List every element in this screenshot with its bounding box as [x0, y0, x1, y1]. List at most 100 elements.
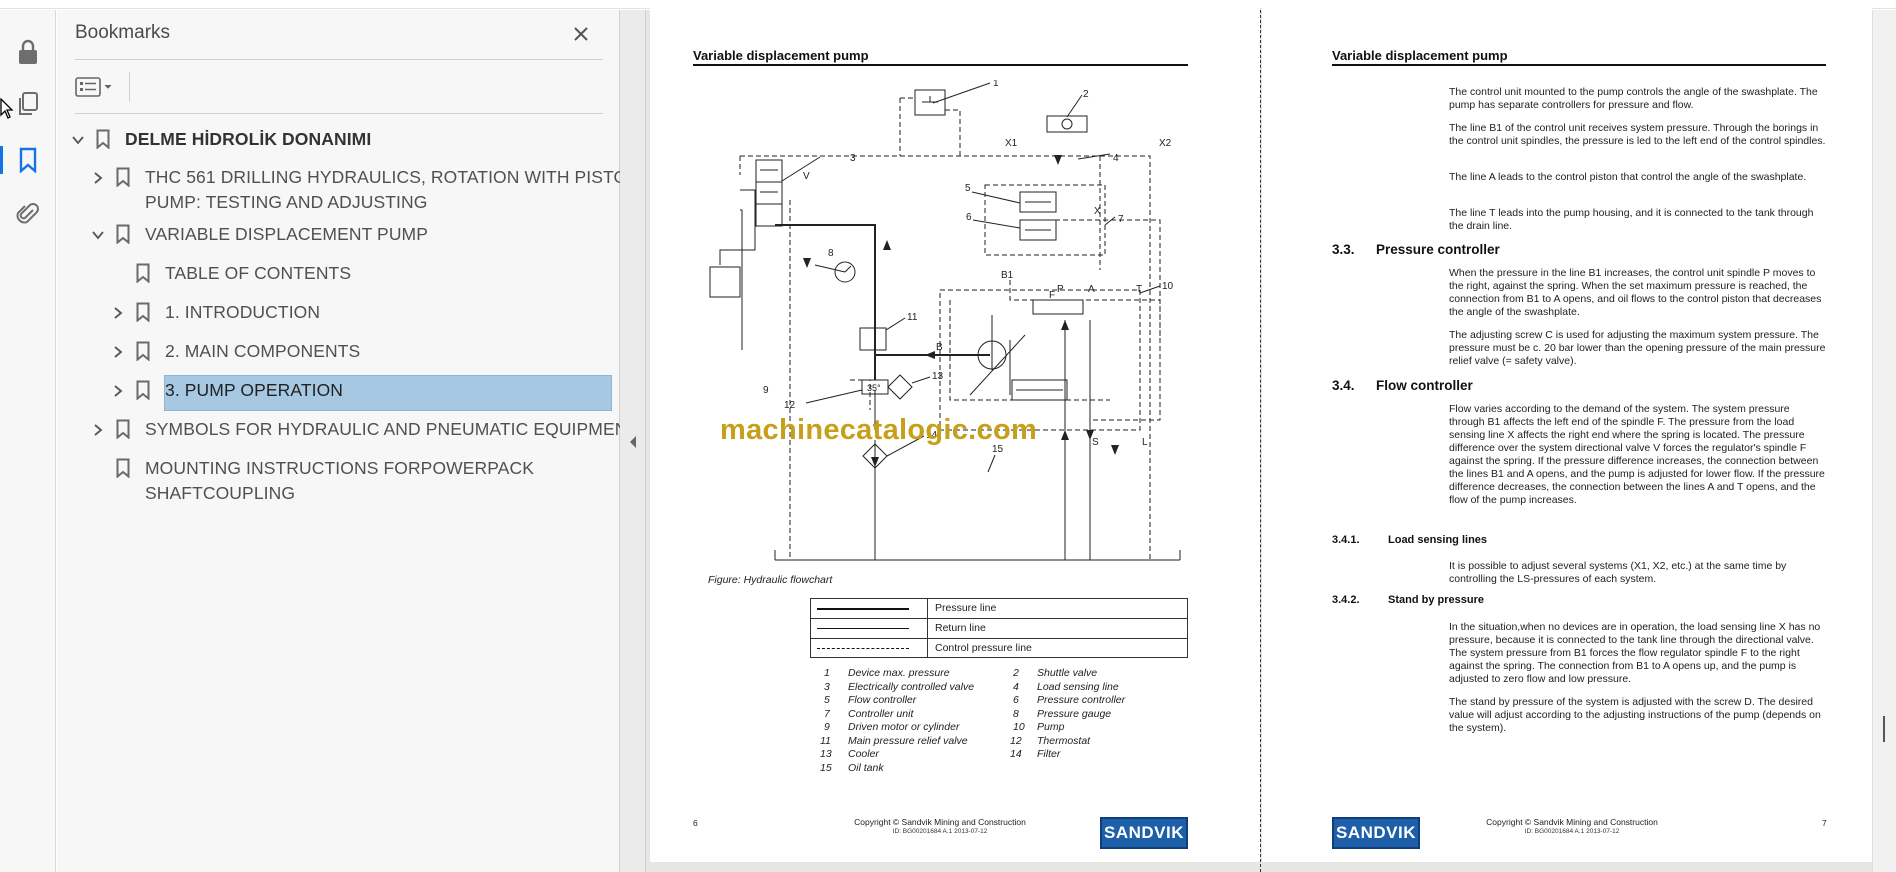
legend-label: Pressure line [935, 602, 997, 614]
component-name: Thermostat [1037, 735, 1091, 747]
component-name: Pressure gauge [1037, 708, 1112, 720]
diagram-label: 10 [1162, 281, 1174, 292]
component-number: 7 [824, 708, 830, 720]
paragraph: When the pressure in the line B1 increas… [1449, 267, 1822, 318]
figure-caption: Figure: Hydraulic flowchart [708, 574, 833, 586]
bookmark-icon[interactable] [0, 142, 46, 178]
component-number: 5 [824, 694, 830, 706]
pressure-line-sample [817, 608, 909, 610]
bookmark-label-line2: PUMP: TESTING AND ADJUSTING [145, 192, 428, 212]
diagram-label: S [1092, 437, 1099, 448]
component-number: 8 [1013, 708, 1019, 720]
bookmark-label: TABLE OF CONTENTS [165, 263, 352, 283]
component-number: 11 [820, 735, 831, 747]
page-number: 7 [1822, 818, 1827, 828]
component-number: 12 [1010, 735, 1022, 747]
diagram-label: B1 [1001, 270, 1014, 281]
bookmark-options-button[interactable] [75, 72, 123, 102]
bookmark-label: 1. INTRODUCTION [165, 302, 321, 322]
chevron-right-icon[interactable] [111, 345, 125, 359]
component-name: Flow controller [848, 694, 917, 706]
diagram-label: X [1094, 206, 1101, 217]
component-number: 1 [824, 667, 830, 679]
vertical-scrollbar[interactable] [1872, 10, 1896, 872]
component-number: 6 [1013, 694, 1019, 706]
table-row: Control pressure line [811, 639, 1187, 659]
chevron-right-icon[interactable] [91, 171, 105, 185]
list-options-icon [75, 77, 112, 97]
section-rule [1332, 64, 1826, 66]
copy-pages-icon[interactable] [10, 86, 46, 122]
diagram-label: 5 [965, 183, 971, 194]
component-name: Driven motor or cylinder [848, 721, 960, 733]
component-name: Shuttle valve [1037, 667, 1098, 679]
chevron-down-icon[interactable] [91, 228, 105, 242]
bookmark-icon [116, 167, 130, 187]
diagram-label: 7 [1118, 214, 1124, 225]
component-name: Oil tank [848, 762, 884, 774]
diagram-label: X1 [1005, 138, 1018, 149]
return-line-sample [817, 628, 909, 629]
page-6 [650, 0, 1260, 862]
diagram-label: 4 [1113, 153, 1119, 164]
section-rule [693, 64, 1188, 66]
bookmark-icon [116, 224, 130, 244]
heading-number: 3.3. [1332, 242, 1355, 257]
divider [75, 113, 603, 114]
bookmark-icon [96, 129, 110, 149]
diagram-label: B [936, 342, 943, 353]
diagram-label: L [1142, 437, 1148, 448]
heading-number: 3.4.2. [1332, 594, 1360, 606]
component-name: Controller unit [848, 708, 914, 720]
paperclip-icon[interactable] [10, 196, 46, 232]
diagram-label: A [1088, 284, 1095, 295]
component-number: 10 [1013, 721, 1025, 733]
chevron-right-icon[interactable] [91, 423, 105, 437]
component-name: Pressure controller [1037, 694, 1126, 706]
diagram-label: X2 [1159, 138, 1172, 149]
bookmarks-panel: Bookmarks [57, 10, 620, 872]
bookmark-label: 2. MAIN COMPONENTS [165, 341, 361, 361]
diagram-label: F [1049, 290, 1055, 301]
heading-number: 3.4.1. [1332, 534, 1360, 546]
tool-rail [0, 10, 56, 872]
diagram-label: T [1136, 284, 1142, 295]
legend-label: Return line [935, 622, 986, 634]
chevron-right-icon[interactable] [111, 384, 125, 398]
selected-highlight [164, 375, 612, 411]
section-title: Variable displacement pump [1332, 48, 1508, 63]
paragraph: The line B1 of the control unit receives… [1449, 122, 1826, 147]
bookmark-label: SYMBOLS FOR HYDRAULIC AND PNEUMATIC EQUI… [145, 419, 639, 439]
bookmark-icon [136, 302, 150, 322]
diagram-label: V [803, 171, 810, 182]
diagram-label: 13 [932, 371, 944, 382]
table-divider [927, 599, 928, 657]
scrollbar-thumb[interactable] [1883, 716, 1885, 742]
component-number: 9 [824, 721, 830, 733]
paragraph: The line A leads to the control piston t… [1449, 171, 1807, 183]
diagram-label: 11 [907, 312, 918, 323]
bookmark-icon [136, 341, 150, 361]
bookmark-icon [116, 458, 130, 478]
diagram-label: 35° [867, 383, 881, 393]
bookmark-icon [136, 263, 150, 283]
lock-icon[interactable] [10, 34, 46, 70]
component-name: Filter [1037, 748, 1061, 760]
diagram-label: 2 [1083, 89, 1089, 100]
diagram-label: 12 [784, 400, 796, 411]
diagram-label: 6 [966, 212, 972, 223]
mouse-cursor-icon [0, 98, 14, 119]
diagram-label: 3 [850, 153, 856, 164]
paragraph: In the situation,when no devices are in … [1449, 621, 1821, 685]
chevron-right-icon[interactable] [111, 306, 125, 320]
component-name: Load sensing line [1037, 681, 1119, 693]
control-line-sample [817, 648, 909, 649]
bookmark-icon [136, 380, 150, 400]
panel-splitter[interactable] [620, 10, 646, 872]
table-row: Return line [811, 619, 1187, 639]
copyright: Copyright © Sandvik Mining and Construct… [1486, 817, 1658, 827]
chevron-down-icon[interactable] [71, 133, 85, 147]
collapse-arrow-icon[interactable] [628, 434, 638, 450]
doc-id: ID: BG00201684 A.1 2013-07-12 [1524, 828, 1620, 835]
close-icon[interactable] [567, 20, 595, 48]
